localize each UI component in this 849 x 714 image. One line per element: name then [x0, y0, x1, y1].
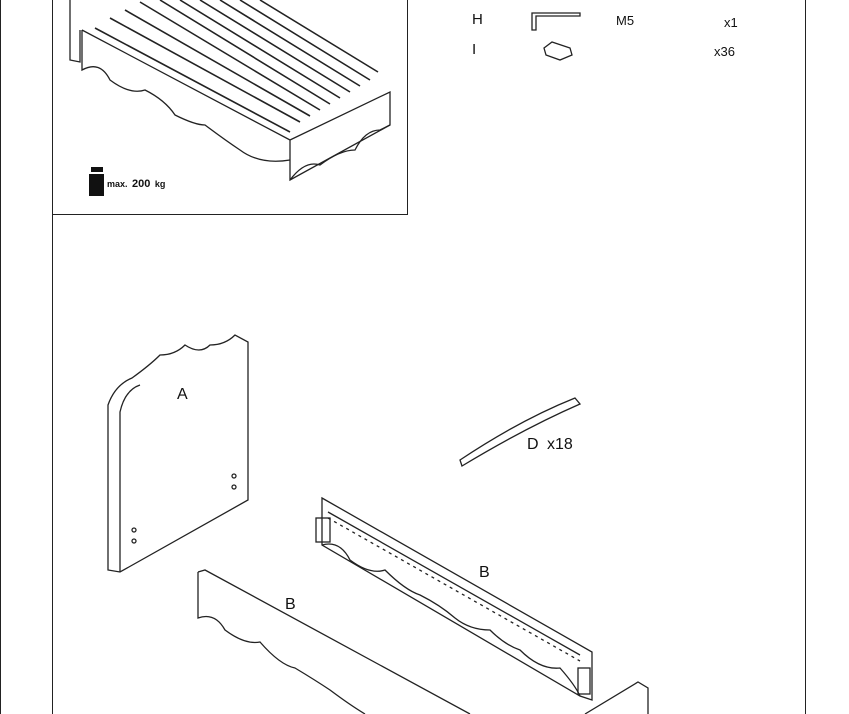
hardware-qty-h: x1: [724, 15, 738, 30]
slat-d: [459, 397, 582, 467]
part-label-d: D x18: [527, 436, 573, 454]
assembled-bed-panel: [52, 0, 408, 215]
hardware-letter-h: H: [472, 11, 483, 28]
slat-letter: D: [527, 436, 539, 453]
max-load-prefix: max.: [107, 179, 128, 189]
max-load-label: max. 200 kg: [107, 178, 165, 190]
part-label-b-front: B: [285, 596, 296, 613]
page-border-right: [805, 0, 806, 714]
page-border-left: [52, 0, 53, 714]
page-edge-left: [0, 0, 1, 714]
headboard-a: [107, 334, 249, 573]
slat-holder-icon: [543, 41, 573, 61]
max-load-value: 200: [132, 178, 151, 190]
max-load-unit: kg: [154, 179, 166, 189]
assembled-bed-illustration: [69, 0, 391, 182]
weight-icon: [89, 167, 104, 196]
hardware-letter-i: I: [472, 41, 477, 58]
footboard: [584, 681, 649, 714]
allen-key-icon: [531, 12, 581, 31]
side-rail-front-b: [197, 569, 471, 714]
side-rail-back-b: [315, 496, 593, 701]
hardware-size-h: M5: [616, 13, 635, 28]
hardware-qty-i: x36: [714, 44, 735, 59]
part-label-a: A: [177, 386, 188, 403]
slat-quantity: x18: [547, 436, 573, 453]
part-label-b-back: B: [479, 564, 490, 581]
